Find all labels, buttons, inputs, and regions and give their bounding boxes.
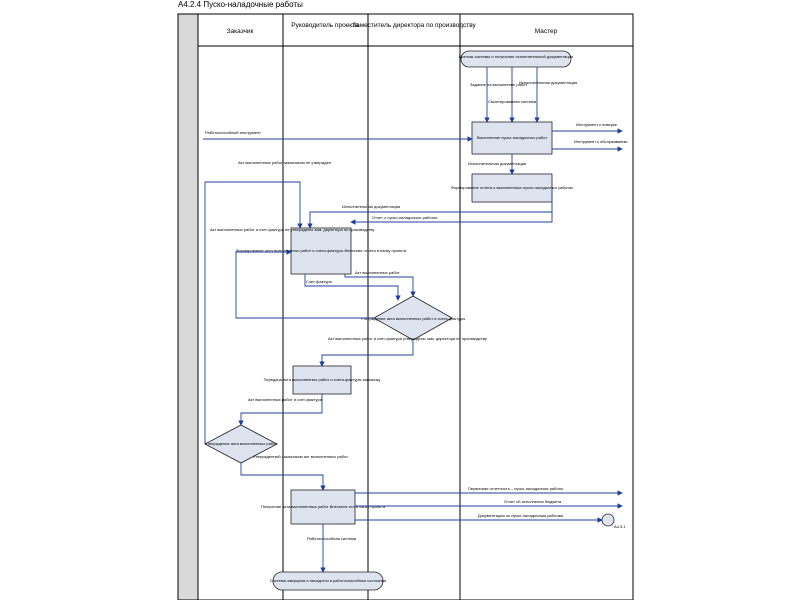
lane-header-customer: Заказчик (227, 28, 254, 35)
label-budget: Отчет об исполнении бюджета (504, 499, 562, 504)
node-send-act (292, 365, 352, 395)
flow-report-setup (350, 202, 553, 225)
label-tool-repair: Инструмент к поверке (576, 122, 618, 127)
flow-approved-cust (240, 463, 326, 491)
lane-header-pm: Руководитель проекта (291, 22, 359, 29)
node-start-text: Монтаж системы и получение исполнительно… (459, 54, 573, 59)
node-approve-dz-text: Утверждение акта выполненных работ и сче… (361, 316, 466, 321)
node-report-text: Формирование отчета о выполненных пуско-… (451, 185, 573, 190)
node-connector (601, 513, 615, 527)
node-receive-act-text: Получение акта выполненных работ Внесени… (261, 504, 386, 509)
label-working: Работоспособная система (307, 536, 357, 541)
label-exec-docs-out: Исполнительная документация (468, 161, 526, 166)
flow-invoice (304, 274, 401, 301)
diagram-title: А4.2.4 Пуско-наладочные работы (178, 0, 303, 9)
flow-rejected-cust (204, 181, 303, 444)
label-act-invoice: Акт выполненных работ и счет-фактура (248, 397, 323, 402)
label-rejected-dz: Акт выполненных работ и счет-фактура не … (210, 227, 374, 232)
node-start (460, 50, 572, 68)
connector-label: А4.3.1 (614, 524, 626, 529)
label-approved-cust: Утвержденный заказчиком акт выполненных … (253, 454, 348, 459)
label-exec-docs-in: Исполнительная документация (519, 80, 577, 85)
flow-rejected-dz (235, 249, 374, 319)
lane-header-deputy: Заместитель директора по производству (352, 22, 476, 29)
label-invoice: Счет-фактура (306, 279, 333, 284)
node-form-act-text: Формирование акта выполненных работ и сч… (236, 248, 407, 253)
label-mounted: Смонтированная система (488, 99, 537, 104)
label-act: Акт выполненных работ (355, 270, 400, 275)
flow-act (344, 274, 416, 297)
lane-header-deputy-text: Заместитель директора по производству (352, 22, 476, 29)
node-end-text: Система запущена и находится в работоспо… (270, 578, 386, 583)
flow-exec-docs-2 (307, 188, 553, 229)
left-band (177, 13, 199, 600)
lane-header-pm-text: Руководитель проекта (291, 22, 359, 29)
node-receive-act (290, 489, 356, 525)
node-approve-cust-text: Утверждение акта выполненных работ (205, 441, 277, 446)
node-setup-text: Выполнение пуско-наладочных работ (477, 135, 547, 140)
label-report-setup: Отчет о пуско-наладочных работах (372, 215, 438, 220)
lane-header-master: Мастер (535, 28, 558, 35)
label-approved-dz: Акт выполненных работ и счет-фактура утв… (328, 336, 487, 341)
node-send-act-text: Передача акта выполненных работ и счета-… (264, 377, 381, 382)
label-tool-service: Инструмент к обслуживанию (574, 139, 628, 144)
label-tool-in: Работоспособный инструмент (205, 130, 261, 135)
node-end (272, 571, 384, 591)
label-docs: Документация по пуско-наладочным работам (478, 513, 563, 518)
label-exec-docs-2: Исполнительная документация (342, 204, 400, 209)
flow-act-invoice (238, 394, 323, 426)
label-task: Задание на выполнение работ (470, 82, 527, 87)
label-primary: Первичная отчетность – пуско-наладочные … (468, 486, 563, 491)
flow-approved-dz (319, 340, 414, 367)
label-rejected-cust: Акт выполненных работ заказчиком не утве… (238, 160, 331, 165)
